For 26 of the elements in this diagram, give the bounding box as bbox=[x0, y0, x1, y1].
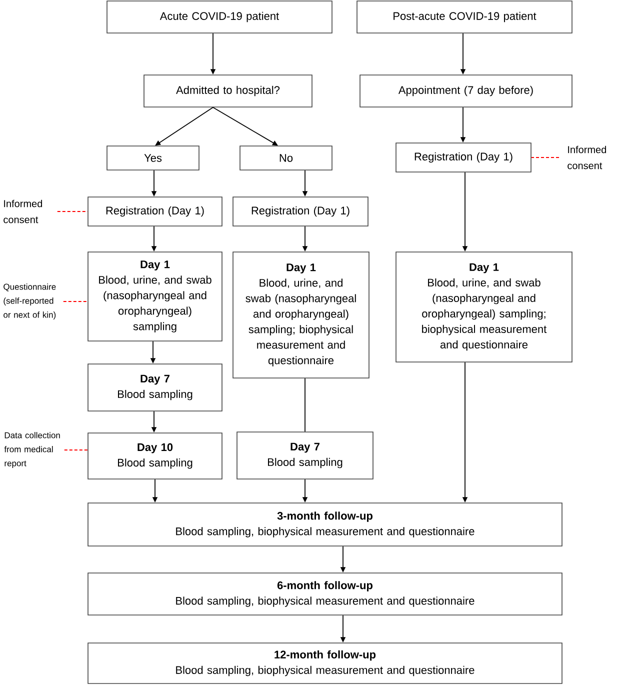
process-box: Day 1 Blood, urine, and swab (nasopharyngeal and oropharyngeal) sampling; biophysical measurement and questionnaire bbox=[396, 252, 572, 362]
annotation-text: Questionnaire (self-reported or next of kin) bbox=[4, 284, 56, 320]
process-box: 3-month follow-up Blood sampling, biophysical measurement and questionnaire bbox=[88, 502, 562, 546]
leader-line bbox=[530, 157, 560, 158]
leader-line bbox=[62, 301, 88, 302]
process-box: Day 1 Blood, urine, and swab (nasopharyngeal and oropharyngeal) sampling; biophysical measurement and questionnaire bbox=[232, 252, 370, 378]
process-box: Appointment (7 day before) bbox=[360, 74, 572, 108]
annotation-text: Data collection from medical report bbox=[4, 432, 60, 468]
process-box: Acute COVID-19 patient bbox=[106, 0, 332, 34]
option-box: No bbox=[240, 146, 332, 170]
process-box: Day 7 Blood sampling bbox=[88, 364, 222, 412]
process-box: Post-acute COVID-19 patient bbox=[356, 0, 572, 34]
process-box: 6-month follow-up Blood sampling, biophysical measurement and questionnaire bbox=[88, 572, 562, 616]
process-box: Registration (Day 1) bbox=[88, 196, 222, 226]
connector-line bbox=[304, 378, 306, 432]
process-box: 12-month follow-up Blood sampling, biophysical measurement and questionnaire bbox=[88, 642, 562, 684]
annotation-text: Informed consent bbox=[568, 146, 606, 170]
process-box: Day 7 Blood sampling bbox=[236, 432, 374, 480]
option-box: Yes bbox=[106, 146, 200, 170]
process-box: Day 1 Blood, urine, and swab (nasopharyngeal and oropharyngeal) sampling bbox=[88, 252, 222, 342]
leader-line bbox=[56, 211, 88, 212]
process-box: Registration (Day 1) bbox=[396, 142, 532, 172]
question-box: Admitted to hospital? bbox=[144, 74, 312, 108]
annotation-text: Informed consent bbox=[4, 200, 42, 224]
process-box: Day 10 Blood sampling bbox=[88, 432, 222, 480]
process-box: Registration (Day 1) bbox=[232, 196, 368, 226]
